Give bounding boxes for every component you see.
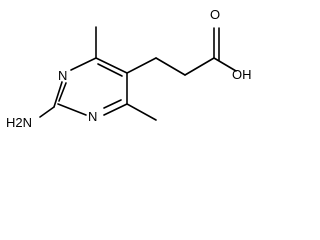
atom-label-amino: H2N [6, 115, 32, 130]
bond-n3-c4 [70, 57, 97, 71]
chemical-structure: N N H2N O OH [6, 7, 252, 130]
atom-label-carbonyl-oxygen: O [210, 7, 220, 22]
bond-ch2-cooh [184, 57, 215, 76]
bond-c2-nh2 [39, 106, 55, 118]
bond-n1-c2 [57, 103, 87, 116]
double-bond-c2-n3-inner [58, 82, 67, 102]
double-bond-c6-n1-inner [103, 99, 122, 109]
atom-label-ring-n-bottom: N [88, 109, 97, 124]
substituents [39, 26, 237, 121]
pyrimidine-ring [53, 57, 128, 116]
bond-c-oh [213, 57, 237, 72]
bond-c5-ch2 [126, 57, 157, 74]
atom-label-ring-n-top: N [58, 68, 67, 83]
atom-label-hydroxyl: OH [232, 67, 252, 82]
double-bond-c4-c5-inner [97, 63, 123, 77]
bond-ch2-ch2 [155, 57, 186, 76]
bond-c4-c5 [95, 57, 128, 74]
bond-c2-n3 [53, 81, 63, 108]
bond-c6-methyl [126, 103, 157, 121]
bond-c6-n1 [103, 103, 128, 116]
